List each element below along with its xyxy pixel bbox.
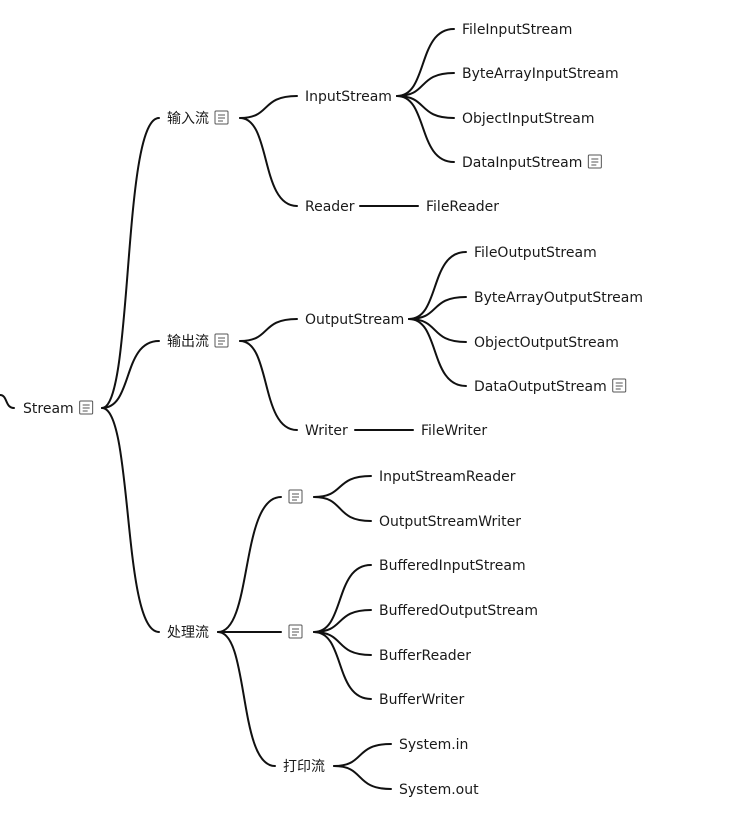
node-fileoutputstream[interactable]: FileOutputStream [474,245,597,261]
edge-outputstream-to-bytearrayoutputstream [408,296,467,320]
node-bufferwriter[interactable]: BufferWriter [379,692,464,708]
node-bufferreader[interactable]: BufferReader [379,648,471,664]
node-bytearrayoutputstream[interactable]: ByteArrayOutputStream [474,290,643,306]
node-filereader[interactable]: FileReader [426,199,499,215]
edge-outputstream-to-dataoutputstream [408,318,467,387]
node-writer[interactable]: Writer [305,423,348,439]
edge-topic-r-0-to-inputstream [239,95,298,119]
node-filewriter[interactable]: FileWriter [421,423,487,439]
edge-outputstream-to-objectoutputstream [408,318,467,343]
node-topic-r-0[interactable]: 输入流 [167,111,209,127]
note-icon-topic-r-2-0[interactable] [288,489,303,504]
node-fileinputstream[interactable]: FileInputStream [462,22,572,38]
mind-map-nodes: Stream 输入流 InputStream FileInputStreamByteA… [23,22,643,798]
node-bufferedoutputstream[interactable]: BufferedOutputStream [379,603,538,619]
node-outputstream[interactable]: OutputStream [305,312,404,328]
note-icon-datainputstream[interactable] [587,154,602,169]
node-stream[interactable]: Stream [23,401,74,417]
node-reader[interactable]: Reader [305,199,355,215]
note-icon-dataoutputstream[interactable] [612,378,627,393]
node-bufferedinputstream[interactable]: BufferedInputStream [379,558,526,574]
node-topic-r-2[interactable]: 处理流 [167,625,209,641]
note-icon-topic-r-0[interactable] [214,110,229,125]
node-topic-r-1[interactable]: 输出流 [167,334,209,350]
edge-topic-r-0-to-reader [239,117,298,207]
edge-topic-r-2-1-to-bufferwriter [313,631,372,700]
edge-topic-r-1-to-writer [239,340,298,431]
edge-stream-to-topic-r-1 [101,340,160,409]
edge-topic-r-2-1-to-bufferedoutputstream [313,609,372,633]
edge-inputstream-to-objectinputstream [396,95,455,119]
edge-outputstream-to-fileoutputstream [408,251,467,320]
node-topic-r-2-2[interactable]: 打印流 [283,758,325,775]
node-objectoutputstream[interactable]: ObjectOutputStream [474,335,619,351]
edge-topic-r-2-2-to-system-out [333,765,392,790]
node-outputstreamwriter[interactable]: OutputStreamWriter [379,514,521,530]
node-system-out[interactable]: System.out [399,782,479,798]
node-inputstream[interactable]: InputStream [305,89,392,105]
edge-topic-r-2-0-to-outputstreamwriter [313,496,372,522]
node-bytearrayinputstream[interactable]: ByteArrayInputStream [462,66,619,82]
node-system-in[interactable]: System.in [399,737,468,753]
edge-stream-to-topic-r-0 [101,117,160,409]
node-inputstreamreader[interactable]: InputStreamReader [379,469,516,485]
edge-inputstream-to-fileinputstream [396,28,455,97]
edge-topic-r-1-to-outputstream [239,318,298,342]
note-icon-stream[interactable] [79,400,94,415]
node-dataoutputstream[interactable]: DataOutputStream [474,379,607,395]
node-datainputstream[interactable]: DataInputStream [462,155,582,171]
edge-topic-r-2-2-to-system-in [333,743,392,767]
edge-topic-r-2-0-to-inputstreamreader [313,475,372,498]
edge-stream-to-topic-r-2 [101,407,160,633]
note-icon-topic-r-1[interactable] [214,333,229,348]
edge-topic-r-2-1-to-bufferedinputstream [313,564,372,633]
edge-inputstream-to-datainputstream [396,95,455,163]
edge-inputstream-to-bytearrayinputstream [396,72,455,97]
edge-topic-r-2-to-topic-r-2-0 [217,496,282,633]
node-objectinputstream[interactable]: ObjectInputStream [462,111,595,127]
mind-map-edges [0,28,467,790]
note-icon-topic-r-2-1[interactable] [288,624,303,639]
edge-topic-r-2-1-to-bufferreader [313,631,372,656]
edge-root-entry [0,394,15,409]
edge-topic-r-2-to-topic-r-2-2 [217,631,276,767]
